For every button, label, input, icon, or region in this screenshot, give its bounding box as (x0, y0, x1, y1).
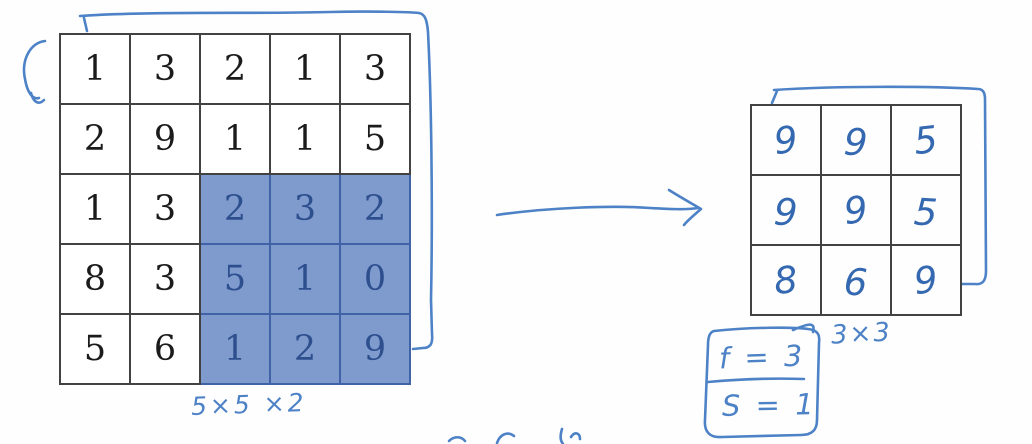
input-dim-label: 5×5 ×2 (190, 387, 308, 422)
output-grid-cell: 9 (892, 246, 962, 316)
output-grid-cell: 9 (822, 176, 892, 246)
output-grid-cell: 6 (822, 246, 892, 316)
output-dim-label: 3×3 (830, 317, 893, 351)
input-grid-cell: 2 (61, 105, 131, 175)
input-grid-cell: 2 (341, 175, 411, 245)
output-grid-cell: 8 (752, 246, 822, 316)
filter-size-label: f = 3 (718, 338, 806, 376)
output-grid-cell: 5 (892, 176, 962, 246)
input-grid-cell: 5 (61, 315, 131, 385)
input-grid-cell: 2 (201, 175, 271, 245)
input-grid-cell: 5 (341, 105, 411, 175)
input-grid-cell: 1 (61, 35, 131, 105)
output-grid-cell: 5 (892, 106, 962, 176)
input-grid-cell: 1 (271, 105, 341, 175)
input-grid-cell: 8 (61, 245, 131, 315)
input-grid-cell: 1 (201, 105, 271, 175)
input-grid-cell: 3 (131, 245, 201, 315)
input-grid-cell: 9 (131, 105, 201, 175)
input-grid-cell: 1 (201, 315, 271, 385)
input-grid-cell: 5 (201, 245, 271, 315)
input-grid-cell: 3 (131, 35, 201, 105)
input-grid-cell: 1 (61, 175, 131, 245)
input-grid-cell: 1 (271, 245, 341, 315)
output-grid-cell: 9 (822, 106, 892, 176)
output-grid-cell: 9 (752, 106, 822, 176)
input-grid-cell: 2 (271, 315, 341, 385)
input-grid-cell: 3 (271, 175, 341, 245)
input-grid-cell: 9 (341, 315, 411, 385)
input-grid-cell: 1 (271, 35, 341, 105)
input-grid-cell: 3 (341, 35, 411, 105)
input-grid-cell: 6 (131, 315, 201, 385)
input-grid-cell: 2 (201, 35, 271, 105)
input-grid-cell: 3 (131, 175, 201, 245)
input-grid-cell: 0 (341, 245, 411, 315)
output-grid-cell: 9 (752, 176, 822, 246)
cropped-handwriting (447, 427, 582, 444)
right-arrow-icon (495, 188, 703, 227)
circular-scribble-icon (22, 39, 47, 104)
stride-label: S = 1 (721, 387, 817, 423)
fraction-line (706, 377, 806, 384)
